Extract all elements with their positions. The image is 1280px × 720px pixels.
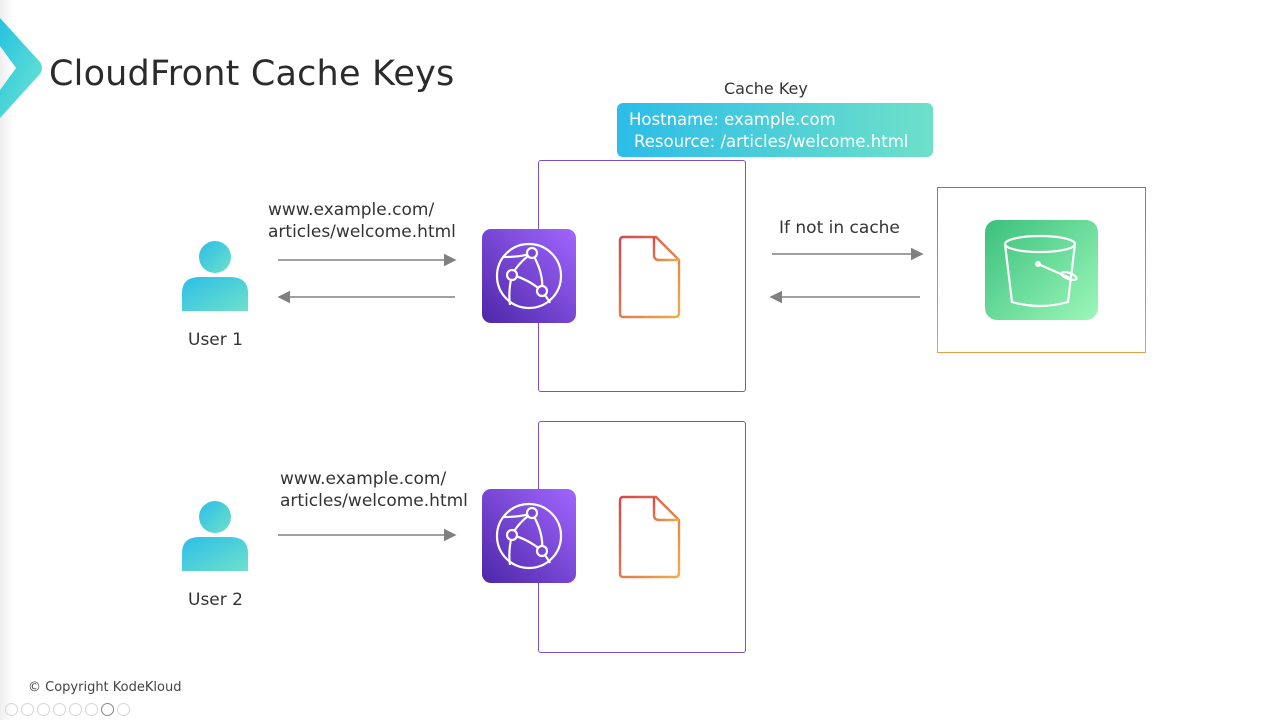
- zoom-icon[interactable]: [69, 703, 82, 716]
- camera-icon[interactable]: [101, 703, 114, 716]
- player-controls: [5, 703, 130, 716]
- cloudfront-icon: [482, 489, 576, 583]
- kodekloud-chevron-icon: [0, 18, 42, 118]
- cache-key-label: Cache Key: [724, 79, 808, 98]
- cache-key-resource: Resource: /articles/welcome.html: [634, 132, 909, 151]
- cloudfront-icon: [482, 229, 576, 323]
- user1-label: User 1: [188, 330, 243, 350]
- screen-icon[interactable]: [85, 703, 98, 716]
- url-line: articles/welcome.html: [268, 222, 456, 242]
- left-edge-shade: [0, 0, 14, 720]
- url-line: www.example.com/: [280, 469, 447, 489]
- cache-key-box: Hostname: example.com Resource: /article…: [617, 103, 933, 157]
- copyright-text: © Copyright KodeKloud: [28, 680, 182, 695]
- document-icon: [618, 235, 681, 319]
- url-line: articles/welcome.html: [280, 491, 468, 511]
- if-not-in-cache-label: If not in cache: [779, 218, 900, 238]
- user-icon: [182, 241, 248, 311]
- slide-title: CloudFront Cache Keys: [49, 54, 455, 94]
- next-icon[interactable]: [21, 703, 34, 716]
- user-icon: [182, 501, 248, 571]
- document-icon: [618, 495, 681, 579]
- user2-request-url: www.example.com/ articles/welcome.html: [280, 468, 468, 512]
- url-line: www.example.com/: [268, 200, 435, 220]
- copy-icon[interactable]: [53, 703, 66, 716]
- user1-request-url: www.example.com/ articles/welcome.html: [268, 199, 456, 243]
- s3-bucket-icon: [985, 220, 1098, 320]
- pen-icon[interactable]: [37, 703, 50, 716]
- more-icon[interactable]: [117, 703, 130, 716]
- cache-key-hostname: Hostname: example.com: [629, 110, 836, 129]
- user2-label: User 2: [188, 590, 243, 610]
- prev-icon[interactable]: [5, 703, 18, 716]
